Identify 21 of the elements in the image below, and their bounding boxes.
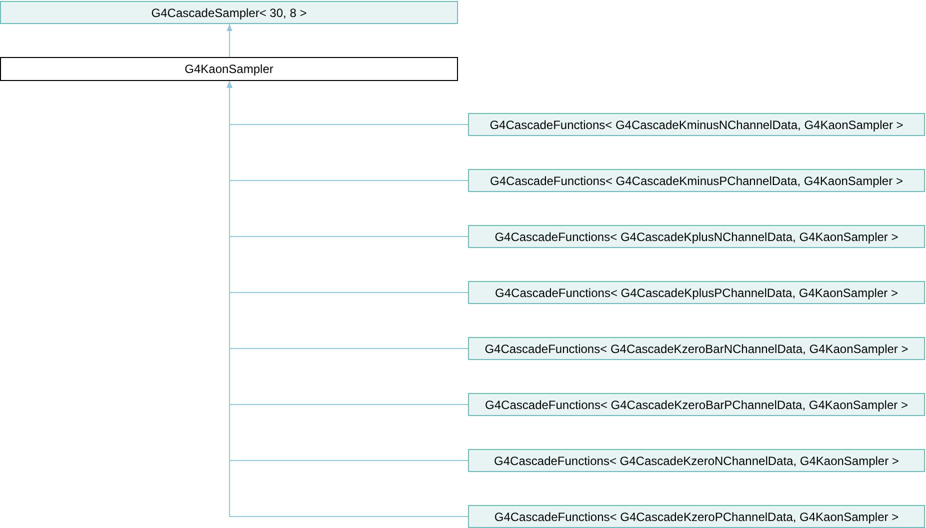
class-name: G4CascadeFunctions< G4CascadeKminusPChannelData, G4KaonSampler >: [490, 174, 903, 188]
class-box: [468, 505, 925, 528]
class-box: [468, 393, 925, 416]
class-name: G4KaonSampler: [184, 62, 274, 76]
inheritance-arrow: [226, 24, 232, 58]
class-box: [468, 449, 925, 472]
class-name: G4CascadeFunctions< G4CascadeKzeroBarPChannelData, G4KaonSampler >: [485, 398, 908, 412]
class-box-highlighted: [0, 57, 458, 81]
class-name: G4CascadeFunctions< G4CascadeKzeroPChannelData, G4KaonSampler >: [494, 510, 899, 524]
class-name: G4CascadeFunctions< G4CascadeKzeroNChannelData, G4KaonSampler >: [494, 454, 899, 468]
class-box: [0, 1, 458, 24]
class-name: G4CascadeFunctions< G4CascadeKplusNChannelData, G4KaonSampler >: [494, 230, 898, 244]
class-box: [468, 113, 925, 136]
class-name: G4CascadeFunctions< G4CascadeKminusNChannelData, G4KaonSampler >: [490, 118, 904, 132]
class-name: G4CascadeFunctions< G4CascadeKzeroBarNChannelData, G4KaonSampler >: [484, 342, 908, 356]
class-name: G4CascadeFunctions< G4CascadeKplusPChannelData, G4KaonSampler >: [495, 286, 898, 300]
class-box: [468, 337, 925, 360]
class-name: G4CascadeSampler< 30, 8 >: [151, 6, 307, 20]
class-box: [468, 169, 925, 192]
class-box: [468, 281, 925, 304]
class-box: [468, 225, 925, 248]
